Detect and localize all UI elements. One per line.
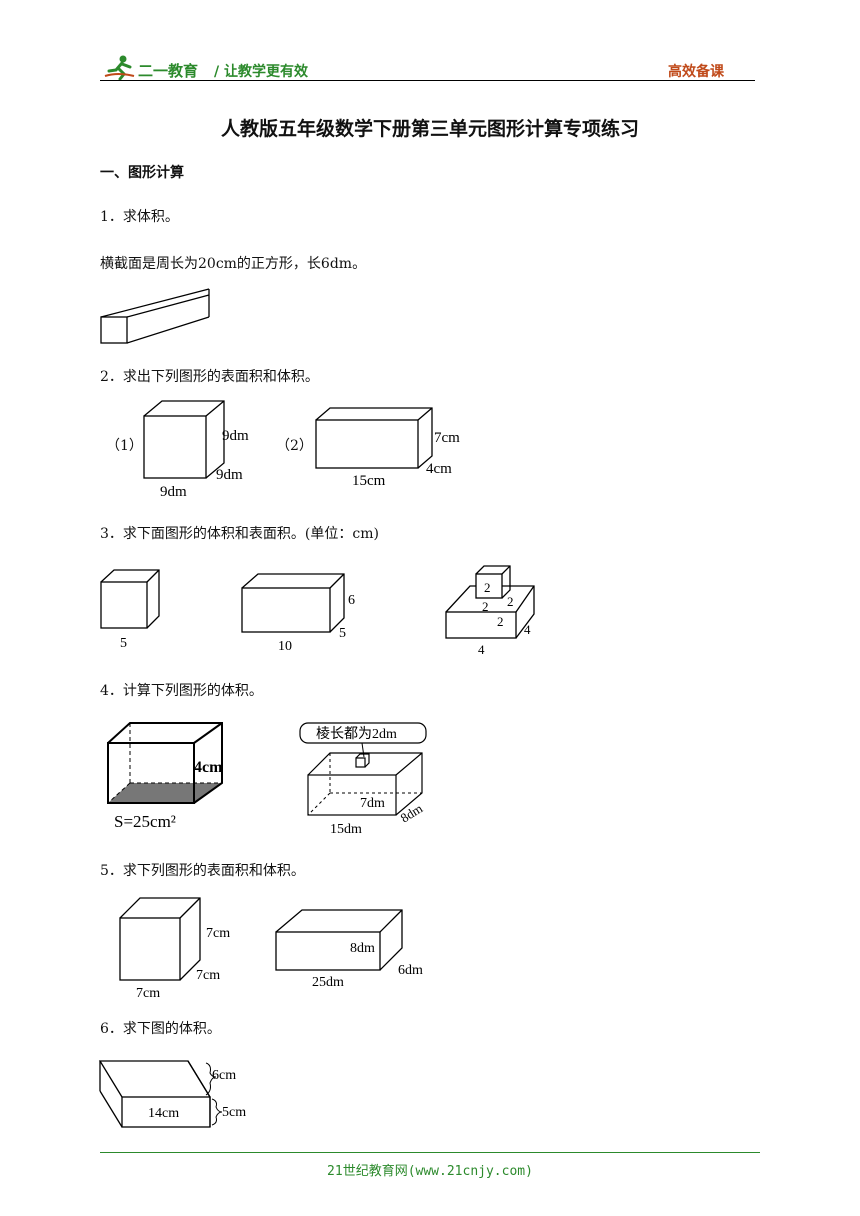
q2-fig2-depth-label: 4cm — [426, 461, 452, 477]
q5-prompt: 5．求下列图形的表面积和体积。 — [100, 863, 305, 879]
q3-fig2-depth-label: 5 — [339, 626, 346, 641]
q3-fig1-width-label: 5 — [120, 636, 127, 651]
header-slogan: / 让教学更有效 — [214, 64, 308, 80]
q5-fig2-width-label: 25dm — [312, 975, 344, 990]
q5-fig1-depth-label: 7cm — [196, 968, 220, 983]
q3-fig3-top-height-label: 2 — [484, 580, 491, 595]
q3-fig3-top-width-label: 2 — [482, 599, 489, 614]
q5-cuboid-figure: 8dm 6dm 25dm — [275, 909, 423, 990]
q4-fig1-area-label: S=25cm² — [114, 812, 176, 831]
header-divider — [100, 80, 755, 81]
q3-fig3-base-width-label: 4 — [478, 642, 485, 657]
q3-fig2-width-label: 10 — [278, 639, 292, 654]
q4-prompt: 4．计算下列图形的体积。 — [100, 683, 263, 699]
q4-fig1-height-label: 4cm — [194, 759, 223, 776]
q6-prompt: 6．求下图的体积。 — [100, 1021, 221, 1037]
q6-length-label: 14cm — [148, 1106, 179, 1121]
q4-fig2-height-label: 7dm — [360, 796, 385, 811]
q3-stacked-figure: 2 2 2 2 4 4 — [445, 565, 535, 657]
q2-cuboid-figure: 7cm 4cm 15cm — [315, 407, 460, 489]
q3-prompt: 3．求下面图形的体积和表面积。(单位：cm) — [100, 526, 379, 542]
q3-cuboid-figure: 6 5 10 — [241, 573, 355, 654]
q6-height-bottom-label: 5cm — [222, 1105, 246, 1120]
q5-cube-figure: 7cm 7cm 7cm — [119, 897, 230, 1001]
q2-fig2-tag: （2） — [276, 438, 313, 454]
q3-fig2-height-label: 6 — [348, 593, 355, 608]
q3-fig3-top-depth-label: 2 — [507, 594, 514, 609]
q2-fig2-height-label: 7cm — [434, 430, 460, 446]
q4-fig2-width-label: 15dm — [330, 822, 362, 837]
q4-fig2-depth-label: 8dm — [398, 801, 426, 826]
q5-fig2-depth-label: 6dm — [398, 963, 423, 978]
runner-logo-icon — [104, 55, 135, 80]
q4-cuboid-with-cube-figure: 棱长都为2dm 7dm 15dm 8dm — [299, 722, 427, 837]
q2-cube-figure: 9dm 9dm 9dm — [143, 400, 249, 500]
q4-cuboid-base-area-figure: 4cm S=25cm² — [107, 722, 223, 831]
q5-fig1-width-label: 7cm — [136, 986, 160, 1001]
q2-fig1-depth-label: 9dm — [216, 467, 243, 483]
q3-fig3-base-height-label: 2 — [497, 614, 504, 629]
q1-description: 横截面是周长为20cm的正方形，长6dm。 — [100, 256, 367, 272]
q4-fig2-callout-label: 棱长都为2dm — [316, 726, 397, 742]
q2-fig2-width-label: 15cm — [352, 473, 386, 489]
q1-prompt: 1．求体积。 — [100, 209, 179, 225]
q2-fig1-height-label: 9dm — [222, 428, 249, 444]
q3-cube-figure: 5 — [100, 569, 160, 651]
footer-text: 21世纪教育网(www.21cnjy.com) — [327, 1164, 533, 1179]
page-title: 人教版五年级数学下册第三单元图形计算专项练习 — [220, 118, 639, 140]
logo-text: 二一教育 — [138, 62, 199, 80]
q6-cuboid-figure: 6cm 5cm 14cm — [98, 1060, 246, 1128]
q3-fig3-base-depth-label: 4 — [524, 622, 531, 637]
q2-fig1-width-label: 9dm — [160, 484, 187, 500]
q2-fig1-tag: （1） — [106, 438, 143, 454]
footer-divider — [100, 1152, 760, 1153]
q5-fig1-height-label: 7cm — [206, 926, 230, 941]
header-right-label: 高效备课 — [668, 64, 724, 80]
q6-height-top-label: 6cm — [212, 1068, 236, 1083]
section-heading: 一、图形计算 — [100, 165, 184, 181]
q1-prism-figure — [100, 288, 210, 344]
q2-prompt: 2．求出下列图形的表面积和体积。 — [100, 369, 319, 385]
q5-fig2-height-label: 8dm — [350, 941, 375, 956]
